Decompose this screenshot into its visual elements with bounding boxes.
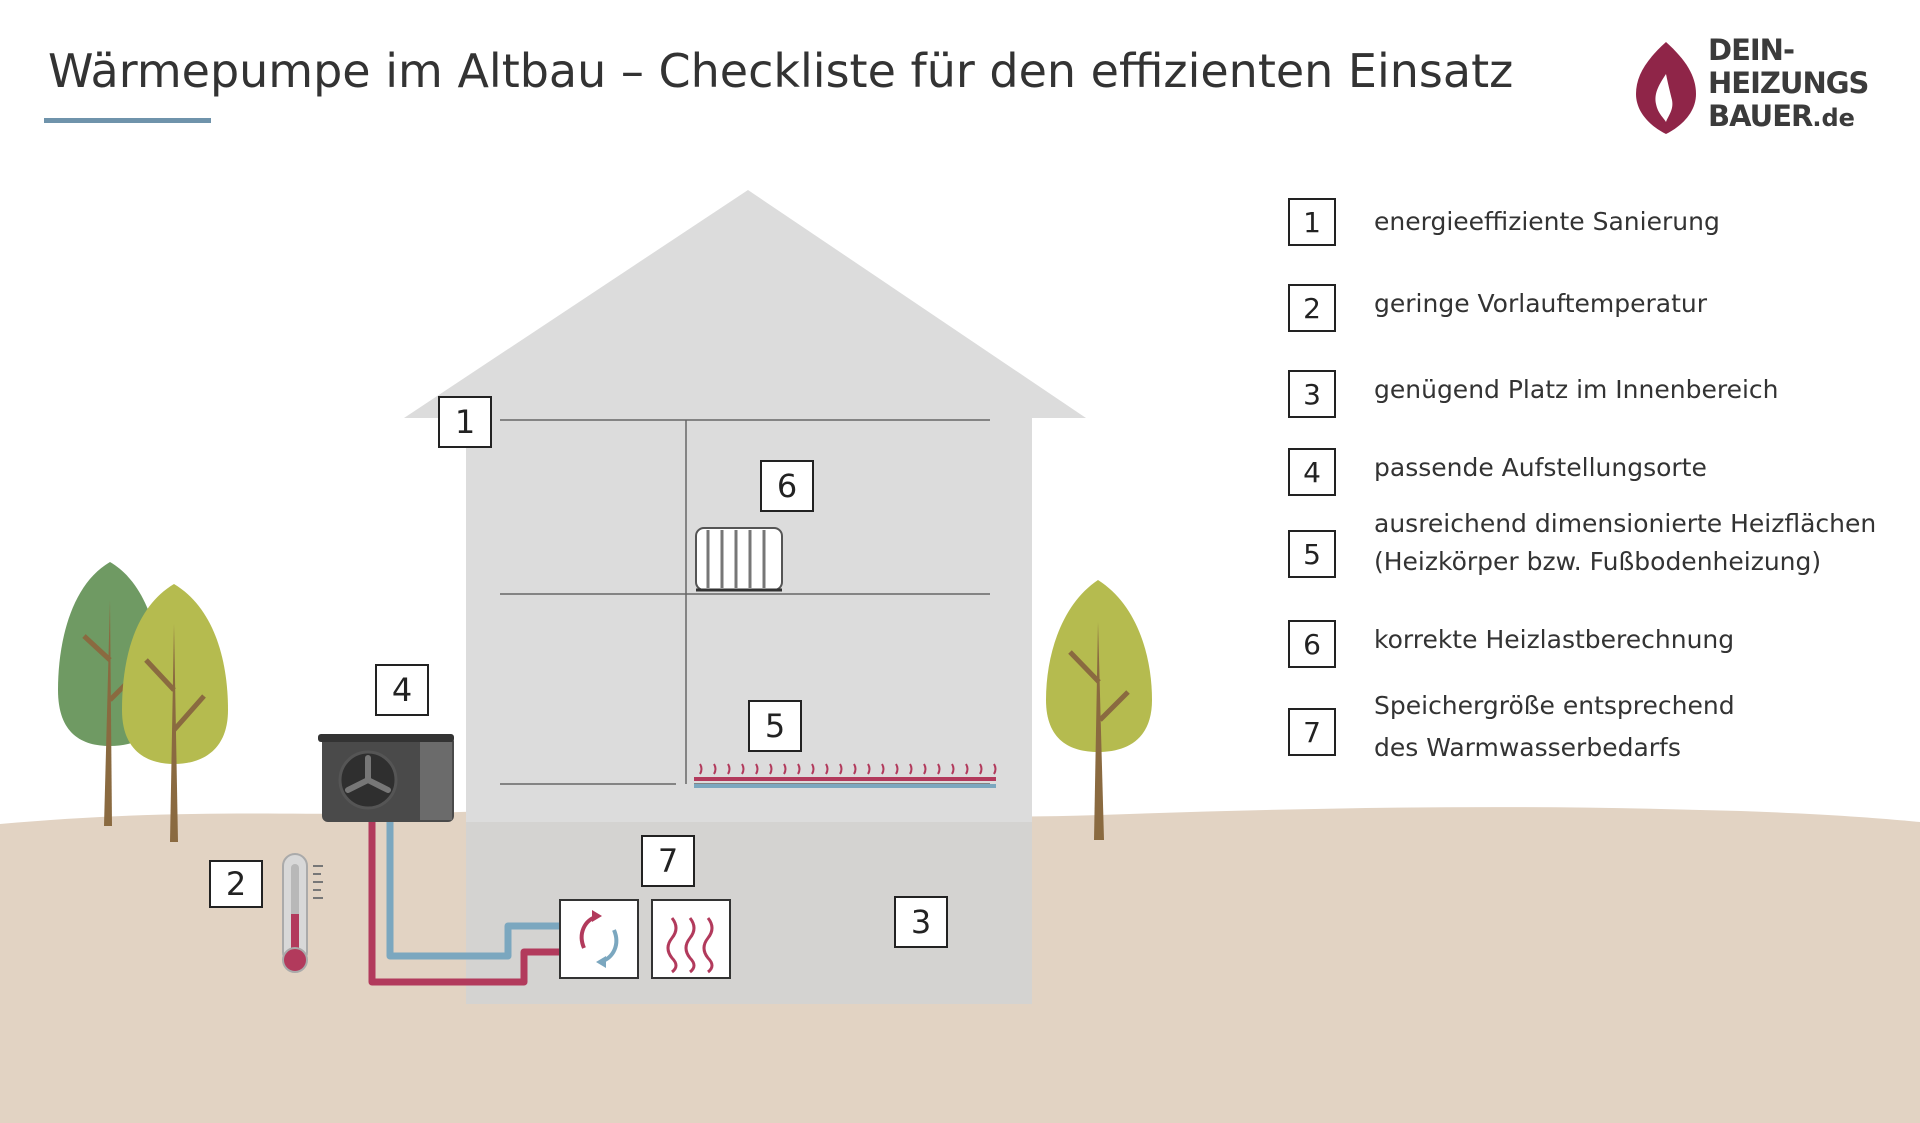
heat-pump-icon (318, 734, 454, 822)
legend-number-3: 3 (1288, 370, 1336, 418)
legend-number-1: 1 (1288, 198, 1336, 246)
legend-text-7b: des Warmwasserbedarfs (1374, 733, 1681, 762)
legend-text-2: geringe Vorlauftemperatur (1374, 289, 1708, 318)
logo-line-1: DEIN- (1708, 33, 1795, 67)
scene-label-5: 5 (748, 700, 802, 752)
floor-heating-icon (694, 763, 997, 788)
circulation-arrows-icon (559, 899, 639, 979)
legend-number-2: 2 (1288, 284, 1336, 332)
thermometer-icon (282, 853, 323, 973)
page-title: Wärmepumpe im Altbau – Checkliste für de… (48, 44, 1514, 98)
scene-label-2: 2 (209, 860, 263, 908)
title-underline (44, 118, 211, 123)
logo-line-2: HEIZUNGS (1708, 66, 1869, 100)
legend-text-5a: ausreichend dimensionierte Heizflächen (1374, 509, 1877, 538)
scene-label-3: 3 (894, 896, 948, 948)
logo-suffix: .de (1812, 104, 1855, 132)
legend-text-5b: (Heizkörper bzw. Fußbodenheizung) (1374, 547, 1822, 576)
scene-label-6: 6 (760, 460, 814, 512)
legend-number-7: 7 (1288, 708, 1336, 756)
house-body (404, 190, 1086, 822)
flame-logo-icon (1636, 42, 1696, 134)
legend-text-3: genügend Platz im Innenbereich (1374, 375, 1779, 404)
legend-number-5: 5 (1288, 530, 1336, 578)
heat-waves-icon (651, 899, 731, 979)
legend-text-4: passende Aufstellungsorte (1374, 453, 1707, 482)
legend-number-6: 6 (1288, 620, 1336, 668)
radiator-icon (695, 527, 783, 592)
legend-text-6: korrekte Heizlastberechnung (1374, 625, 1735, 654)
legend-text-7a: Speichergröße entsprechend (1374, 691, 1735, 720)
pipe-cold (386, 818, 562, 960)
scene-label-7: 7 (641, 835, 695, 887)
logo-line-3: BAUER.de (1708, 100, 1868, 135)
scene-label-1: 1 (438, 396, 492, 448)
legend-text-1: energieeffiziente Sanierung (1374, 207, 1720, 236)
pipe-hot (368, 818, 562, 986)
logo-wordmark: DEIN- HEIZUNGS BAUER.de (1708, 33, 1869, 135)
tree-icon (122, 584, 228, 842)
logo-line-3-main: BAUER (1708, 99, 1813, 133)
tree-icon (1046, 580, 1152, 840)
scene-label-4: 4 (375, 664, 429, 716)
brand-logo[interactable]: DEIN- HEIZUNGS BAUER.de (1632, 34, 1882, 139)
legend-number-4: 4 (1288, 448, 1336, 496)
